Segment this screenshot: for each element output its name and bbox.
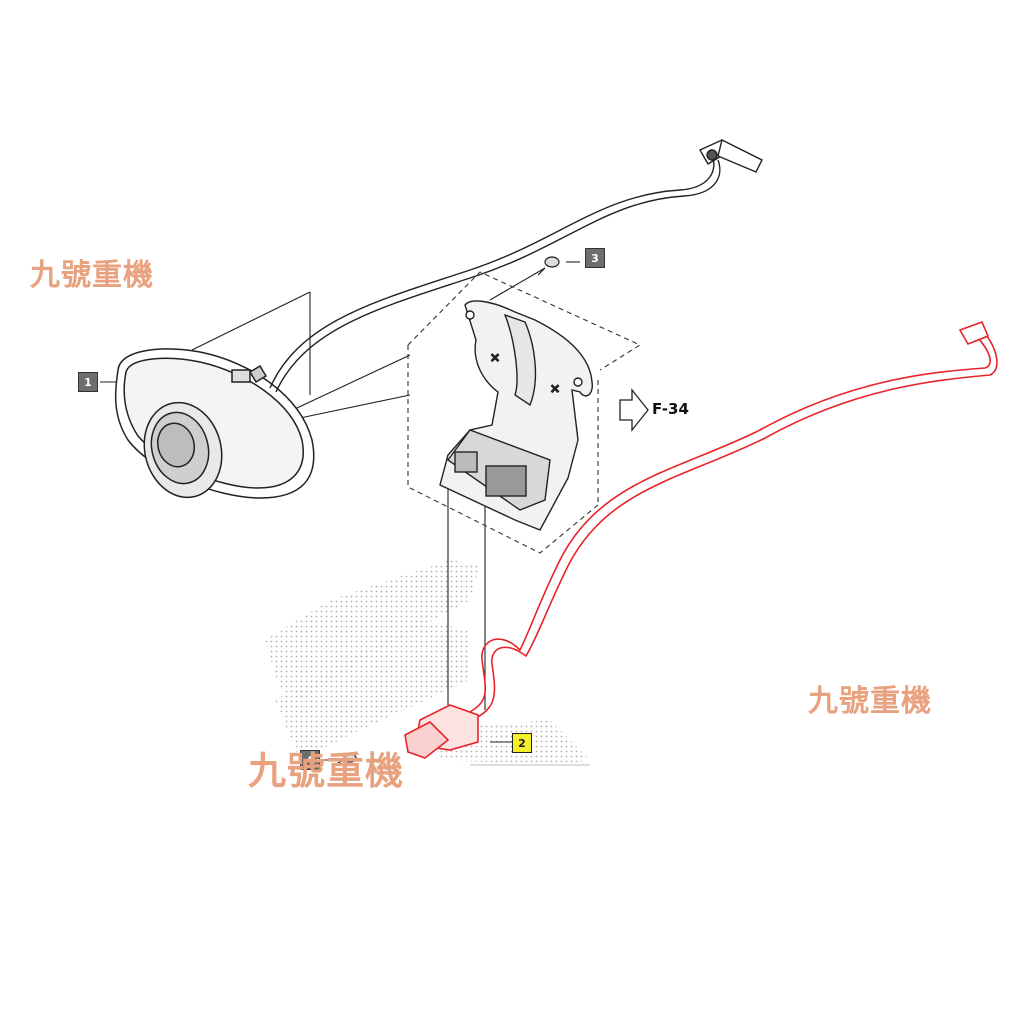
callout-4: 4 [300,750,320,770]
svg-text:✕: ✕ [490,351,500,365]
screw-3 [537,256,560,276]
reference-label: F-34 [652,400,689,418]
assembly-box [407,271,642,554]
headlight-wiring [269,138,763,393]
svg-text:✕: ✕ [550,382,560,396]
leader-lines [100,261,580,761]
watermark: 九號重機 [30,258,154,293]
headlight-assembly [114,348,315,499]
callout-2: 2 [512,733,532,753]
screw-4 [333,753,357,766]
highlighted-harness [404,320,998,759]
reference-arrow [619,388,649,432]
watermark: 九號重機 [248,749,405,793]
mounting-bracket: ✕ ✕ [439,300,593,531]
arrow-right-icon [619,388,649,432]
callout-3: 3 [585,248,605,268]
watermark: 九號重機 [808,684,932,719]
callout-1: 1 [78,372,98,392]
